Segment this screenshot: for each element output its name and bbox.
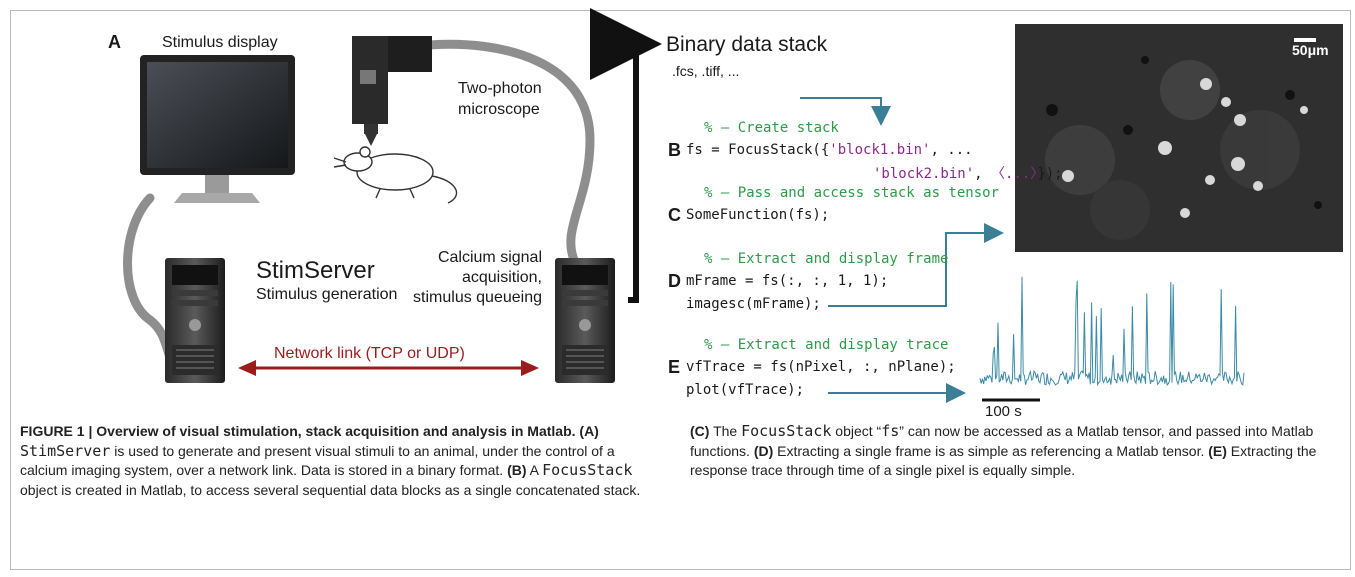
calcium-label-line1: Calcium signal — [437, 249, 542, 266]
caption-tag-a: (A) — [579, 423, 599, 439]
caption-tag-d: (D) — [753, 442, 774, 459]
calcium-trace — [979, 276, 1245, 387]
code-comment-c: % — Pass and access stack as tensor — [704, 185, 1000, 201]
code-e-line1: vfTrace = fs(nPixel, :, nPlane); — [686, 359, 956, 375]
code-comment-e: % — Extract and display trace — [704, 337, 949, 353]
code-text: }); — [1037, 166, 1063, 182]
panel-label-e: E — [668, 357, 681, 377]
panel-label-d: D — [668, 271, 681, 291]
code-c-line1: SomeFunction(fs); — [686, 207, 830, 223]
caption-text-e: Extracting the response trace through ti… — [690, 442, 1317, 479]
code-d-line2: imagesc(mFrame); — [686, 296, 821, 312]
code-e-line2: plot(vfTrace); — [686, 382, 805, 398]
time-scale-label: 100 s — [985, 403, 1022, 420]
figure-frame — [10, 10, 1351, 570]
caption-mono-fs: fs — [881, 422, 900, 440]
calcium-label-line3: stimulus queueing — [413, 289, 542, 306]
caption-tag-e: (E) — [1208, 442, 1227, 459]
caption-text-b-pre: A — [526, 462, 543, 479]
calcium-label: Calcium signal acquisition, stimulus que… — [407, 248, 542, 308]
two-photon-image — [1015, 24, 1343, 252]
code-text: , ... — [930, 142, 973, 158]
caption-text-a: is used to generate and present visual s… — [20, 442, 615, 479]
caption-tag-c: (C) — [690, 423, 710, 439]
microscope-label: Two-photon microscope — [458, 78, 542, 120]
code-comment-d: % — Extract and display frame — [704, 251, 949, 267]
data-flow-arrow — [590, 8, 662, 303]
scale-bar-label: 50μm — [1292, 42, 1329, 58]
code-d-line1: mFrame = fs(:, :, 1, 1); — [686, 273, 889, 289]
caption-heading: FIGURE 1 | Overview of visual stimulatio… — [20, 423, 576, 439]
caption-text-d: Extracting a single frame is as simple a… — [773, 442, 1209, 459]
code-text: , — [974, 166, 992, 182]
cable-microscope — [425, 39, 595, 267]
microscope-label-line2: microscope — [458, 101, 540, 118]
caption-text-c: ” can now be accessed as a Matlab tensor… — [690, 423, 1314, 459]
code-text: fs = FocusStack({ — [686, 142, 830, 158]
code-string: 'block2.bin' — [873, 166, 975, 182]
stimserver-tower-icon — [165, 258, 225, 383]
binary-stack-title: Binary data stack — [666, 33, 828, 56]
acquisition-tower-icon — [555, 258, 615, 383]
panel-label-c: C — [668, 205, 681, 225]
calcium-label-line2: acquisition, — [461, 269, 542, 286]
caption-text-c-mid: object “ — [831, 423, 882, 439]
caption-text-c-pre: The — [709, 423, 742, 439]
network-link-label: Network link (TCP or UDP) — [274, 345, 465, 362]
figure-panel: A Stimulus display Two-photon microscope… — [108, 8, 1343, 420]
stimulus-display-label: Stimulus display — [162, 34, 278, 51]
code-string: 〈...〉 — [991, 166, 1038, 182]
network-arrow — [238, 360, 539, 376]
caption-right-column: (C) The FocusStack object “fs” can now b… — [690, 422, 1330, 481]
code-b-line2: 'block2.bin', 〈...〉}); — [873, 163, 1063, 183]
caption-tag-b: (B) — [507, 462, 527, 479]
d-to-image-arrow — [828, 223, 1004, 307]
caption-mono-stimserver: StimServer — [20, 441, 111, 460]
code-b-line1: fs = FocusStack({'block1.bin', ... — [686, 142, 973, 158]
stimserver-title: StimServer — [256, 257, 375, 284]
microscope-icon — [352, 36, 432, 146]
caption-mono-focusstack-2: FocusStack — [741, 422, 832, 440]
caption-mono-focusstack: FocusStack — [542, 461, 633, 480]
panel-label-a: A — [108, 32, 121, 52]
code-comment-b: % — Create stack — [704, 120, 839, 136]
panel-label-b: B — [668, 140, 681, 160]
caption-text-b: object is created in Matlab, to access s… — [20, 481, 641, 498]
figure-graphics — [123, 8, 1343, 403]
caption-left-column: FIGURE 1 | Overview of visual stimulatio… — [20, 422, 660, 500]
binary-formats: .fcs, .tiff, ... — [672, 63, 740, 79]
stimserver-subtitle: Stimulus generation — [256, 286, 398, 303]
microscope-label-line1: Two-photon — [458, 80, 542, 97]
monitor-icon — [140, 55, 295, 203]
formats-to-b-arrow — [800, 97, 891, 126]
mouse-icon — [333, 146, 458, 204]
code-string: 'block1.bin' — [829, 142, 931, 158]
